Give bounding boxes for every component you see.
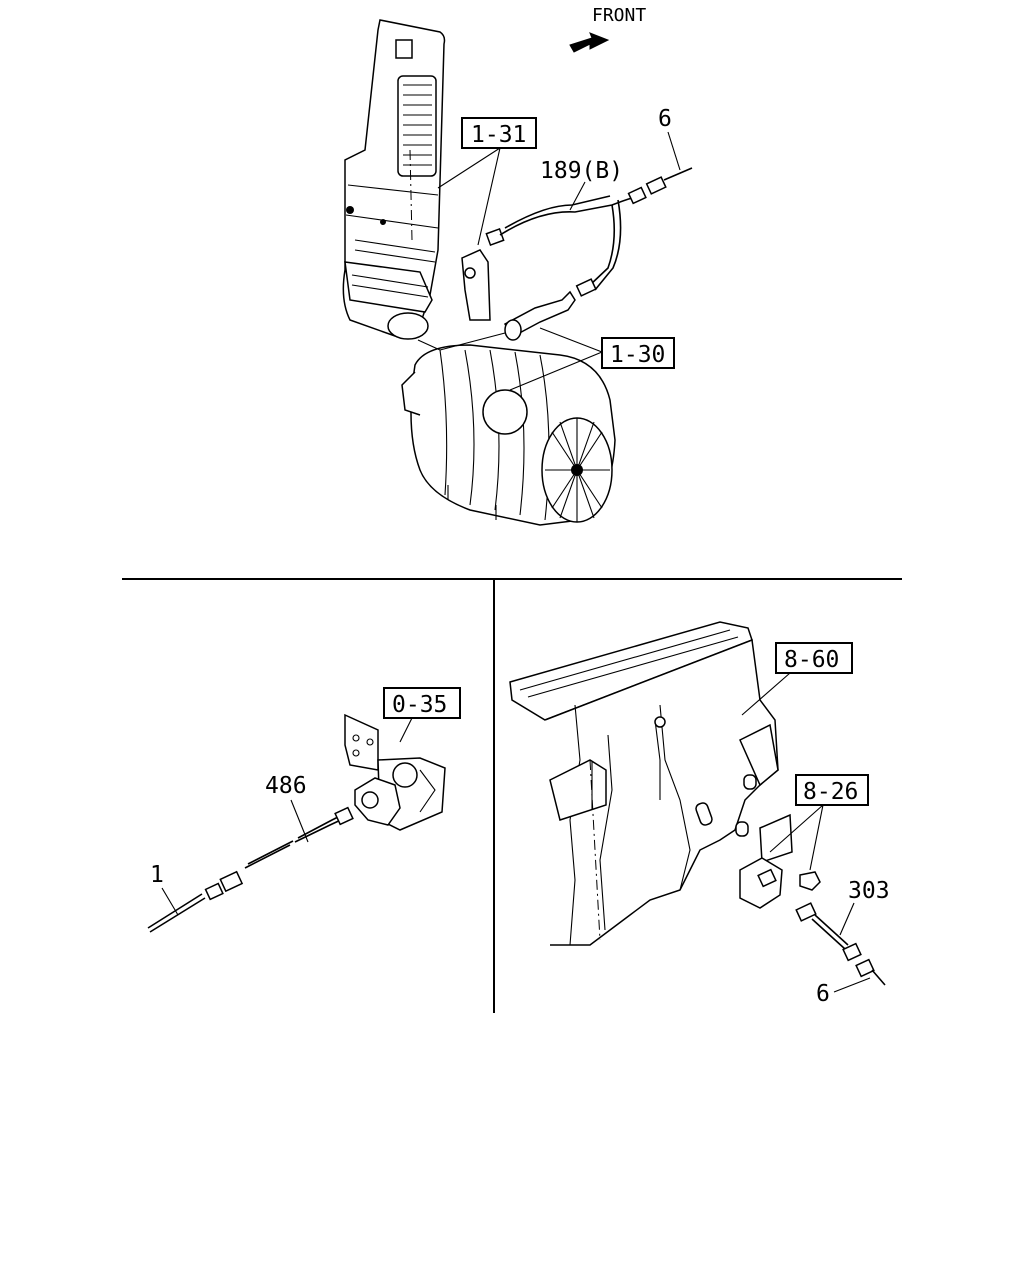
callout-1: 1 <box>150 862 179 916</box>
callout-6-top: 6 <box>658 106 681 171</box>
callout-0-35: 0-35 <box>383 687 461 743</box>
air-intake-duct <box>342 19 446 340</box>
wire-303 <box>795 902 886 986</box>
callout-189b-label: 189(B) <box>540 158 623 184</box>
callout-1-label: 1 <box>150 862 164 888</box>
callout-8-60: 8-60 <box>741 642 853 716</box>
callout-8-26-label: 8-26 <box>803 779 858 805</box>
intake-sensor <box>461 228 576 341</box>
callout-303-label: 303 <box>848 878 890 904</box>
heater-unit-housing <box>509 621 779 946</box>
wiring-harness-189b <box>499 167 693 297</box>
wire-486 <box>244 806 354 869</box>
callout-8-60-label: 8-60 <box>784 647 839 673</box>
callout-8-26: 8-26 <box>769 774 869 871</box>
callout-6-bottom-label: 6 <box>816 981 830 1007</box>
air-cleaner-assembly <box>401 344 616 526</box>
callout-1-30: 1-30 <box>417 327 675 391</box>
callout-6-top-label: 6 <box>658 106 672 132</box>
callout-303: 303 <box>839 878 890 936</box>
callout-189b: 189(B) <box>540 158 623 211</box>
callout-1-31: 1-31 <box>437 117 537 246</box>
callout-0-35-label: 0-35 <box>392 692 447 718</box>
callout-486-label: 486 <box>265 773 307 799</box>
temperature-sensor-bracket <box>739 813 821 909</box>
callout-6-bottom: 6 <box>816 977 871 1007</box>
sensor-bracket-assembly <box>344 713 446 831</box>
callout-1-31-label: 1-31 <box>471 122 526 148</box>
front-arrow-icon <box>569 32 610 53</box>
front-label: FRONT <box>592 5 646 26</box>
callout-1-30-label: 1-30 <box>610 342 665 368</box>
callout-486: 486 <box>265 773 309 843</box>
